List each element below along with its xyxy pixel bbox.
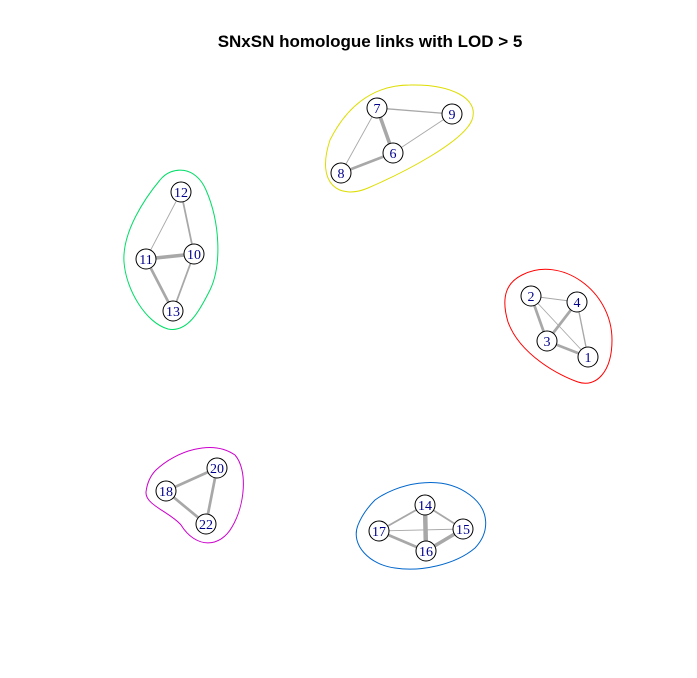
node-circle-10 [183,243,205,265]
node-label-4: 4 [574,296,581,311]
group-hull-3 [123,169,219,330]
node-circle-3 [536,330,558,352]
group-hull-5 [145,447,244,544]
node-circle-13 [162,300,184,322]
group-hull-4 [355,482,487,570]
node-label-18: 18 [159,485,173,500]
edges [144,107,589,553]
node-label-20: 20 [210,462,224,477]
node-circle-7 [366,97,388,119]
node-18: 18 [155,480,177,502]
node-circle-17 [368,520,390,542]
node-circle-18 [155,480,177,502]
edge-17-15 [378,528,464,532]
node-label-22: 22 [199,518,213,533]
node-label-2: 2 [528,290,535,305]
node-2: 2 [520,285,542,307]
node-label-10: 10 [187,248,201,263]
node-circle-1 [577,346,599,368]
node-label-7: 7 [374,102,381,117]
node-9: 9 [441,103,463,125]
edge-7-9 [376,107,453,115]
node-label-9: 9 [449,108,456,123]
node-14: 14 [414,494,436,516]
node-label-3: 3 [544,335,551,350]
node-label-14: 14 [418,499,432,514]
node-circle-14 [414,494,436,516]
edge-7-8 [340,107,378,174]
chart-title: SNxSN homologue links with LOD > 5 [218,32,523,51]
node-circle-11 [135,248,157,270]
node-13: 13 [162,300,184,322]
node-10: 10 [183,243,205,265]
node-1: 1 [577,346,599,368]
node-20: 20 [206,457,228,479]
edge-12-10 [180,191,195,255]
node-6: 6 [382,142,404,164]
node-3: 3 [536,330,558,352]
node-15: 15 [452,518,474,540]
group-hull-1 [504,268,613,384]
node-circle-4 [566,291,588,313]
edge-2-1 [530,295,589,358]
group-hull-2 [325,84,474,193]
node-circle-8 [330,162,352,184]
node-label-6: 6 [390,147,397,162]
node-circle-2 [520,285,542,307]
edge-12-11 [145,191,182,260]
node-16: 16 [415,540,437,562]
edge-9-6 [392,113,453,154]
node-8: 8 [330,162,352,184]
node-circle-9 [441,103,463,125]
node-label-11: 11 [139,253,152,268]
node-circle-16 [415,540,437,562]
node-7: 7 [366,97,388,119]
node-circle-15 [452,518,474,540]
node-22: 22 [195,513,217,535]
node-4: 4 [566,291,588,313]
node-circle-22 [195,513,217,535]
node-label-17: 17 [372,525,386,540]
node-circle-6 [382,142,404,164]
node-label-12: 12 [174,186,188,201]
node-12: 12 [170,181,192,203]
group-hulls [123,84,613,570]
node-11: 11 [135,248,157,270]
node-label-8: 8 [338,167,345,182]
node-label-13: 13 [166,305,180,320]
node-circle-12 [170,181,192,203]
node-label-15: 15 [456,523,470,538]
node-circle-20 [206,457,228,479]
node-label-16: 16 [419,545,433,560]
node-label-1: 1 [585,351,592,366]
node-17: 17 [368,520,390,542]
